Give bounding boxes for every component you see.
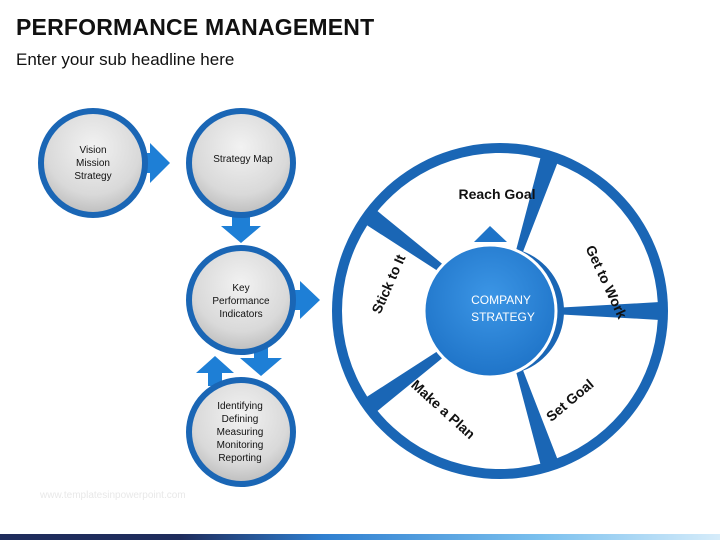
step-node-vision — [38, 108, 148, 218]
segment-stick-to-it — [342, 225, 447, 397]
arrow-down-icon — [221, 213, 261, 243]
center-pointer-icon — [474, 226, 507, 242]
wheel-center-line-2: STRATEGY — [471, 310, 535, 324]
step-1-line-2: Mission — [76, 158, 110, 169]
bottom-accent-bar — [0, 534, 720, 540]
step-node-strategy-map — [186, 108, 296, 218]
step-node-kpi — [186, 245, 296, 355]
arrow-up-icon — [196, 356, 234, 386]
step-3-line-2: Performance — [212, 296, 270, 307]
step-3-line-1: Key — [232, 283, 249, 294]
arrow-right-icon — [293, 281, 320, 319]
segment-make-a-plan — [377, 351, 541, 469]
arrow-down-icon — [240, 348, 282, 376]
segment-get-to-work — [523, 163, 658, 308]
step-1-line-1: Vision — [79, 145, 106, 156]
step-4-line-5: Reporting — [218, 453, 261, 464]
arrow-right-icon — [142, 143, 170, 183]
step-4-line-3: Measuring — [217, 427, 264, 438]
wheel-center-line-1: COMPANY — [471, 293, 531, 307]
page-subtitle: Enter your sub headline here — [16, 50, 235, 69]
step-1-line-3: Strategy — [74, 171, 111, 182]
wheel-center — [422, 243, 558, 379]
segment-label-reach-goal: Reach Goal — [458, 186, 535, 202]
page-title: PERFORMANCE MANAGEMENT — [16, 14, 375, 40]
segment-set-goal — [523, 314, 658, 459]
step-4-line-2: Defining — [222, 414, 259, 425]
step-node-monitoring — [186, 377, 296, 487]
step-4-line-1: Identifying — [217, 401, 263, 412]
step-3-line-3: Indicators — [219, 309, 262, 320]
watermark: www.templatesinpowerpoint.com — [39, 490, 186, 501]
step-2-label: Strategy Map — [213, 154, 273, 165]
step-4-line-4: Monitoring — [217, 440, 264, 451]
